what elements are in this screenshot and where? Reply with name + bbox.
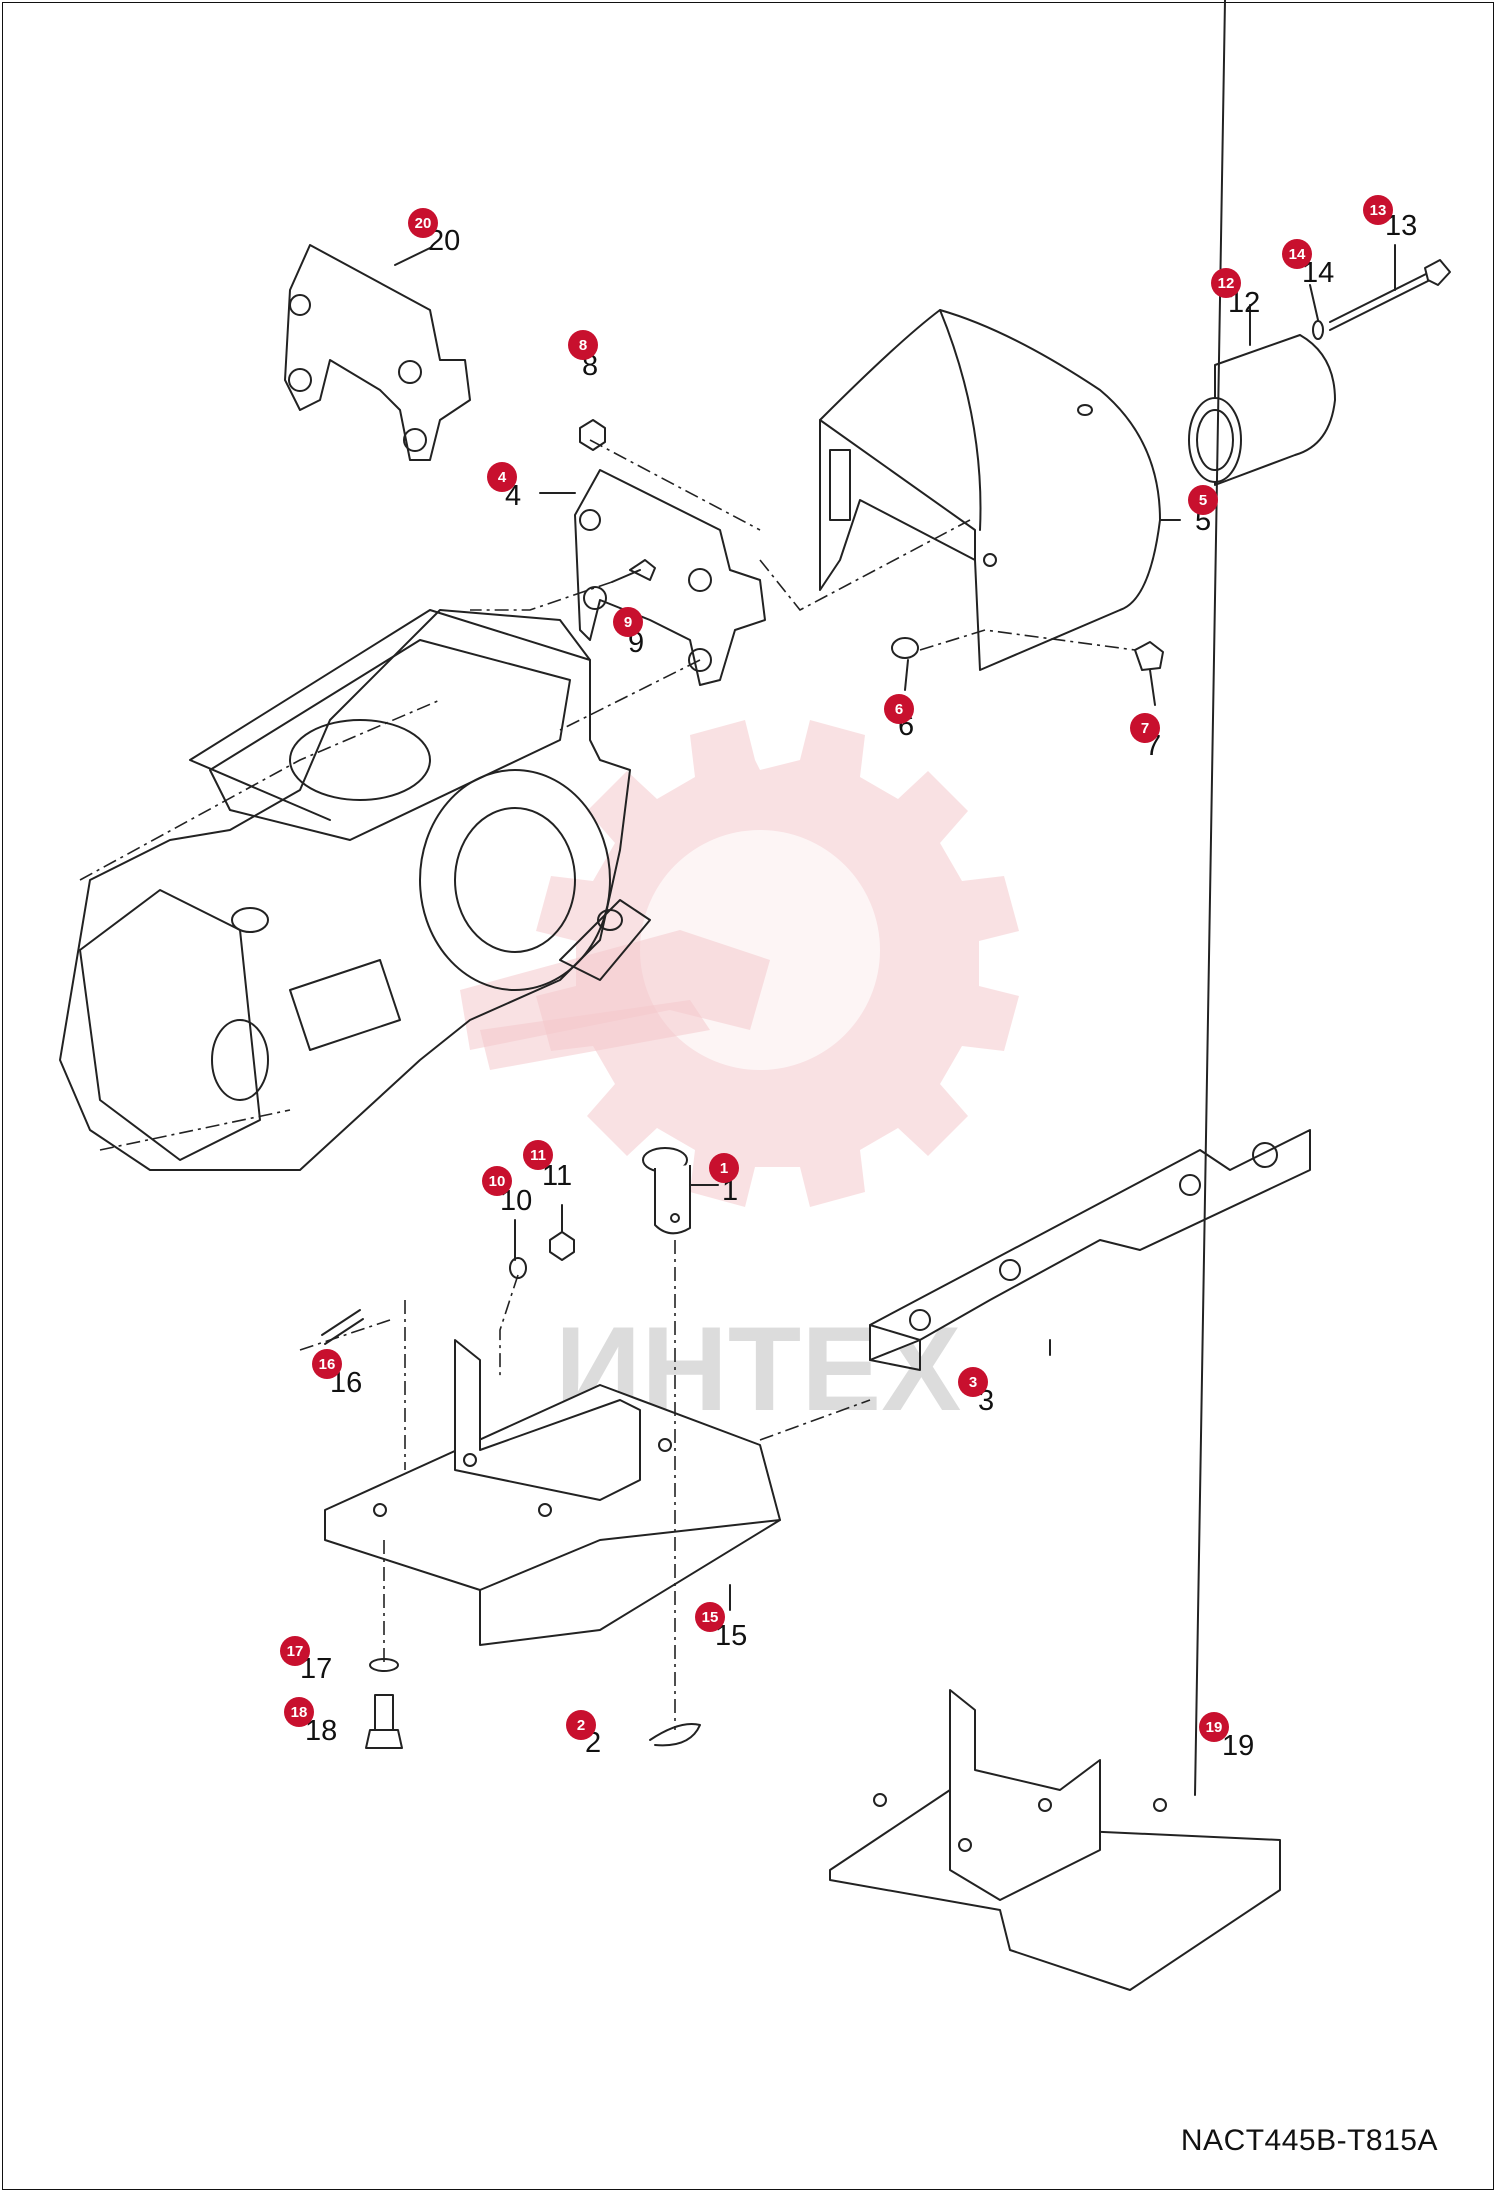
- part-2-pin-clip: [649, 1723, 701, 1747]
- badge-4[interactable]: 4: [487, 462, 517, 492]
- callout-numbers: 20 8 4 9 13 14 12 5 6 7 10 11 1 16 3 15 …: [300, 210, 1417, 1762]
- part-7-bolt: [1134, 641, 1164, 671]
- svg-text:18: 18: [291, 1704, 308, 1721]
- svg-text:13: 13: [1370, 202, 1387, 219]
- svg-text:5: 5: [1199, 492, 1207, 509]
- badge-3[interactable]: 3: [958, 1367, 988, 1397]
- drawing-reference-code: NACT445B-T815A: [1180, 2124, 1438, 2157]
- part-16-stud: [321, 1309, 364, 1345]
- svg-text:3: 3: [969, 1374, 977, 1391]
- transmission-housing: [59, 609, 651, 1171]
- svg-text:6: 6: [895, 701, 903, 718]
- badge-6[interactable]: 6: [884, 694, 914, 724]
- badge-1[interactable]: 1: [709, 1153, 739, 1183]
- badge-2[interactable]: 2: [566, 1710, 596, 1740]
- svg-text:7: 7: [1141, 720, 1149, 737]
- svg-text:15: 15: [702, 1609, 719, 1626]
- part-13-long-bolt: [1329, 259, 1451, 331]
- badge-7[interactable]: 7: [1130, 713, 1160, 743]
- badge-12[interactable]: 12: [1211, 268, 1241, 298]
- badge-19[interactable]: 19: [1199, 1712, 1229, 1742]
- assembly-lines: [299, 439, 1136, 1730]
- svg-text:14: 14: [1289, 246, 1306, 263]
- badge-16[interactable]: 16: [312, 1349, 342, 1379]
- part-8-nut: [579, 419, 606, 451]
- part-20-bracket: [284, 244, 471, 461]
- part-5-shield: [819, 309, 1161, 671]
- watermark-gear-logo: [460, 720, 1019, 1207]
- svg-text:12: 12: [1218, 275, 1235, 292]
- part-9-bolt: [611, 559, 656, 583]
- svg-text:8: 8: [579, 337, 587, 354]
- part-4-cover-plate: [539, 469, 766, 686]
- leader-lines: [514, 0, 1396, 1796]
- callout-badges: 20 8 4 9 13 14 12 5 6 7 10 11 1 16 3 15 …: [280, 195, 1393, 1742]
- badge-11[interactable]: 11: [523, 1140, 553, 1170]
- svg-text:2: 2: [577, 1717, 585, 1734]
- part-19-alternate-support: [829, 1689, 1281, 1991]
- badge-5[interactable]: 5: [1188, 485, 1218, 515]
- part-11-nut: [549, 1231, 575, 1261]
- part-6-plug: [891, 637, 919, 659]
- svg-text:10: 10: [489, 1173, 506, 1190]
- part-3-drawbar: [869, 1129, 1311, 1371]
- badge-9[interactable]: 9: [613, 607, 643, 637]
- badge-15[interactable]: 15: [695, 1602, 725, 1632]
- badge-20[interactable]: 20: [408, 208, 438, 238]
- part-1-pin: [642, 1147, 691, 1235]
- badge-17[interactable]: 17: [280, 1636, 310, 1666]
- callout-num-19: 19: [1222, 1730, 1254, 1762]
- badge-13[interactable]: 13: [1363, 195, 1393, 225]
- badge-10[interactable]: 10: [482, 1166, 512, 1196]
- callout-num-1: 1: [722, 1175, 738, 1207]
- part-14-washer: [1312, 320, 1324, 340]
- part-15-drawbar-support: [324, 1339, 781, 1646]
- svg-text:1: 1: [720, 1160, 728, 1177]
- svg-text:16: 16: [319, 1356, 336, 1373]
- svg-text:4: 4: [498, 469, 507, 486]
- part-12-sleeve: [1188, 334, 1336, 486]
- svg-text:9: 9: [624, 614, 632, 631]
- badge-8[interactable]: 8: [568, 330, 598, 360]
- svg-text:11: 11: [530, 1147, 546, 1164]
- svg-text:17: 17: [287, 1643, 304, 1660]
- badge-14[interactable]: 14: [1282, 239, 1312, 269]
- svg-text:20: 20: [415, 215, 432, 232]
- badge-18[interactable]: 18: [284, 1697, 314, 1727]
- part-18-bolt: [365, 1694, 403, 1749]
- part-10-washer: [509, 1257, 527, 1279]
- svg-text:19: 19: [1206, 1719, 1223, 1736]
